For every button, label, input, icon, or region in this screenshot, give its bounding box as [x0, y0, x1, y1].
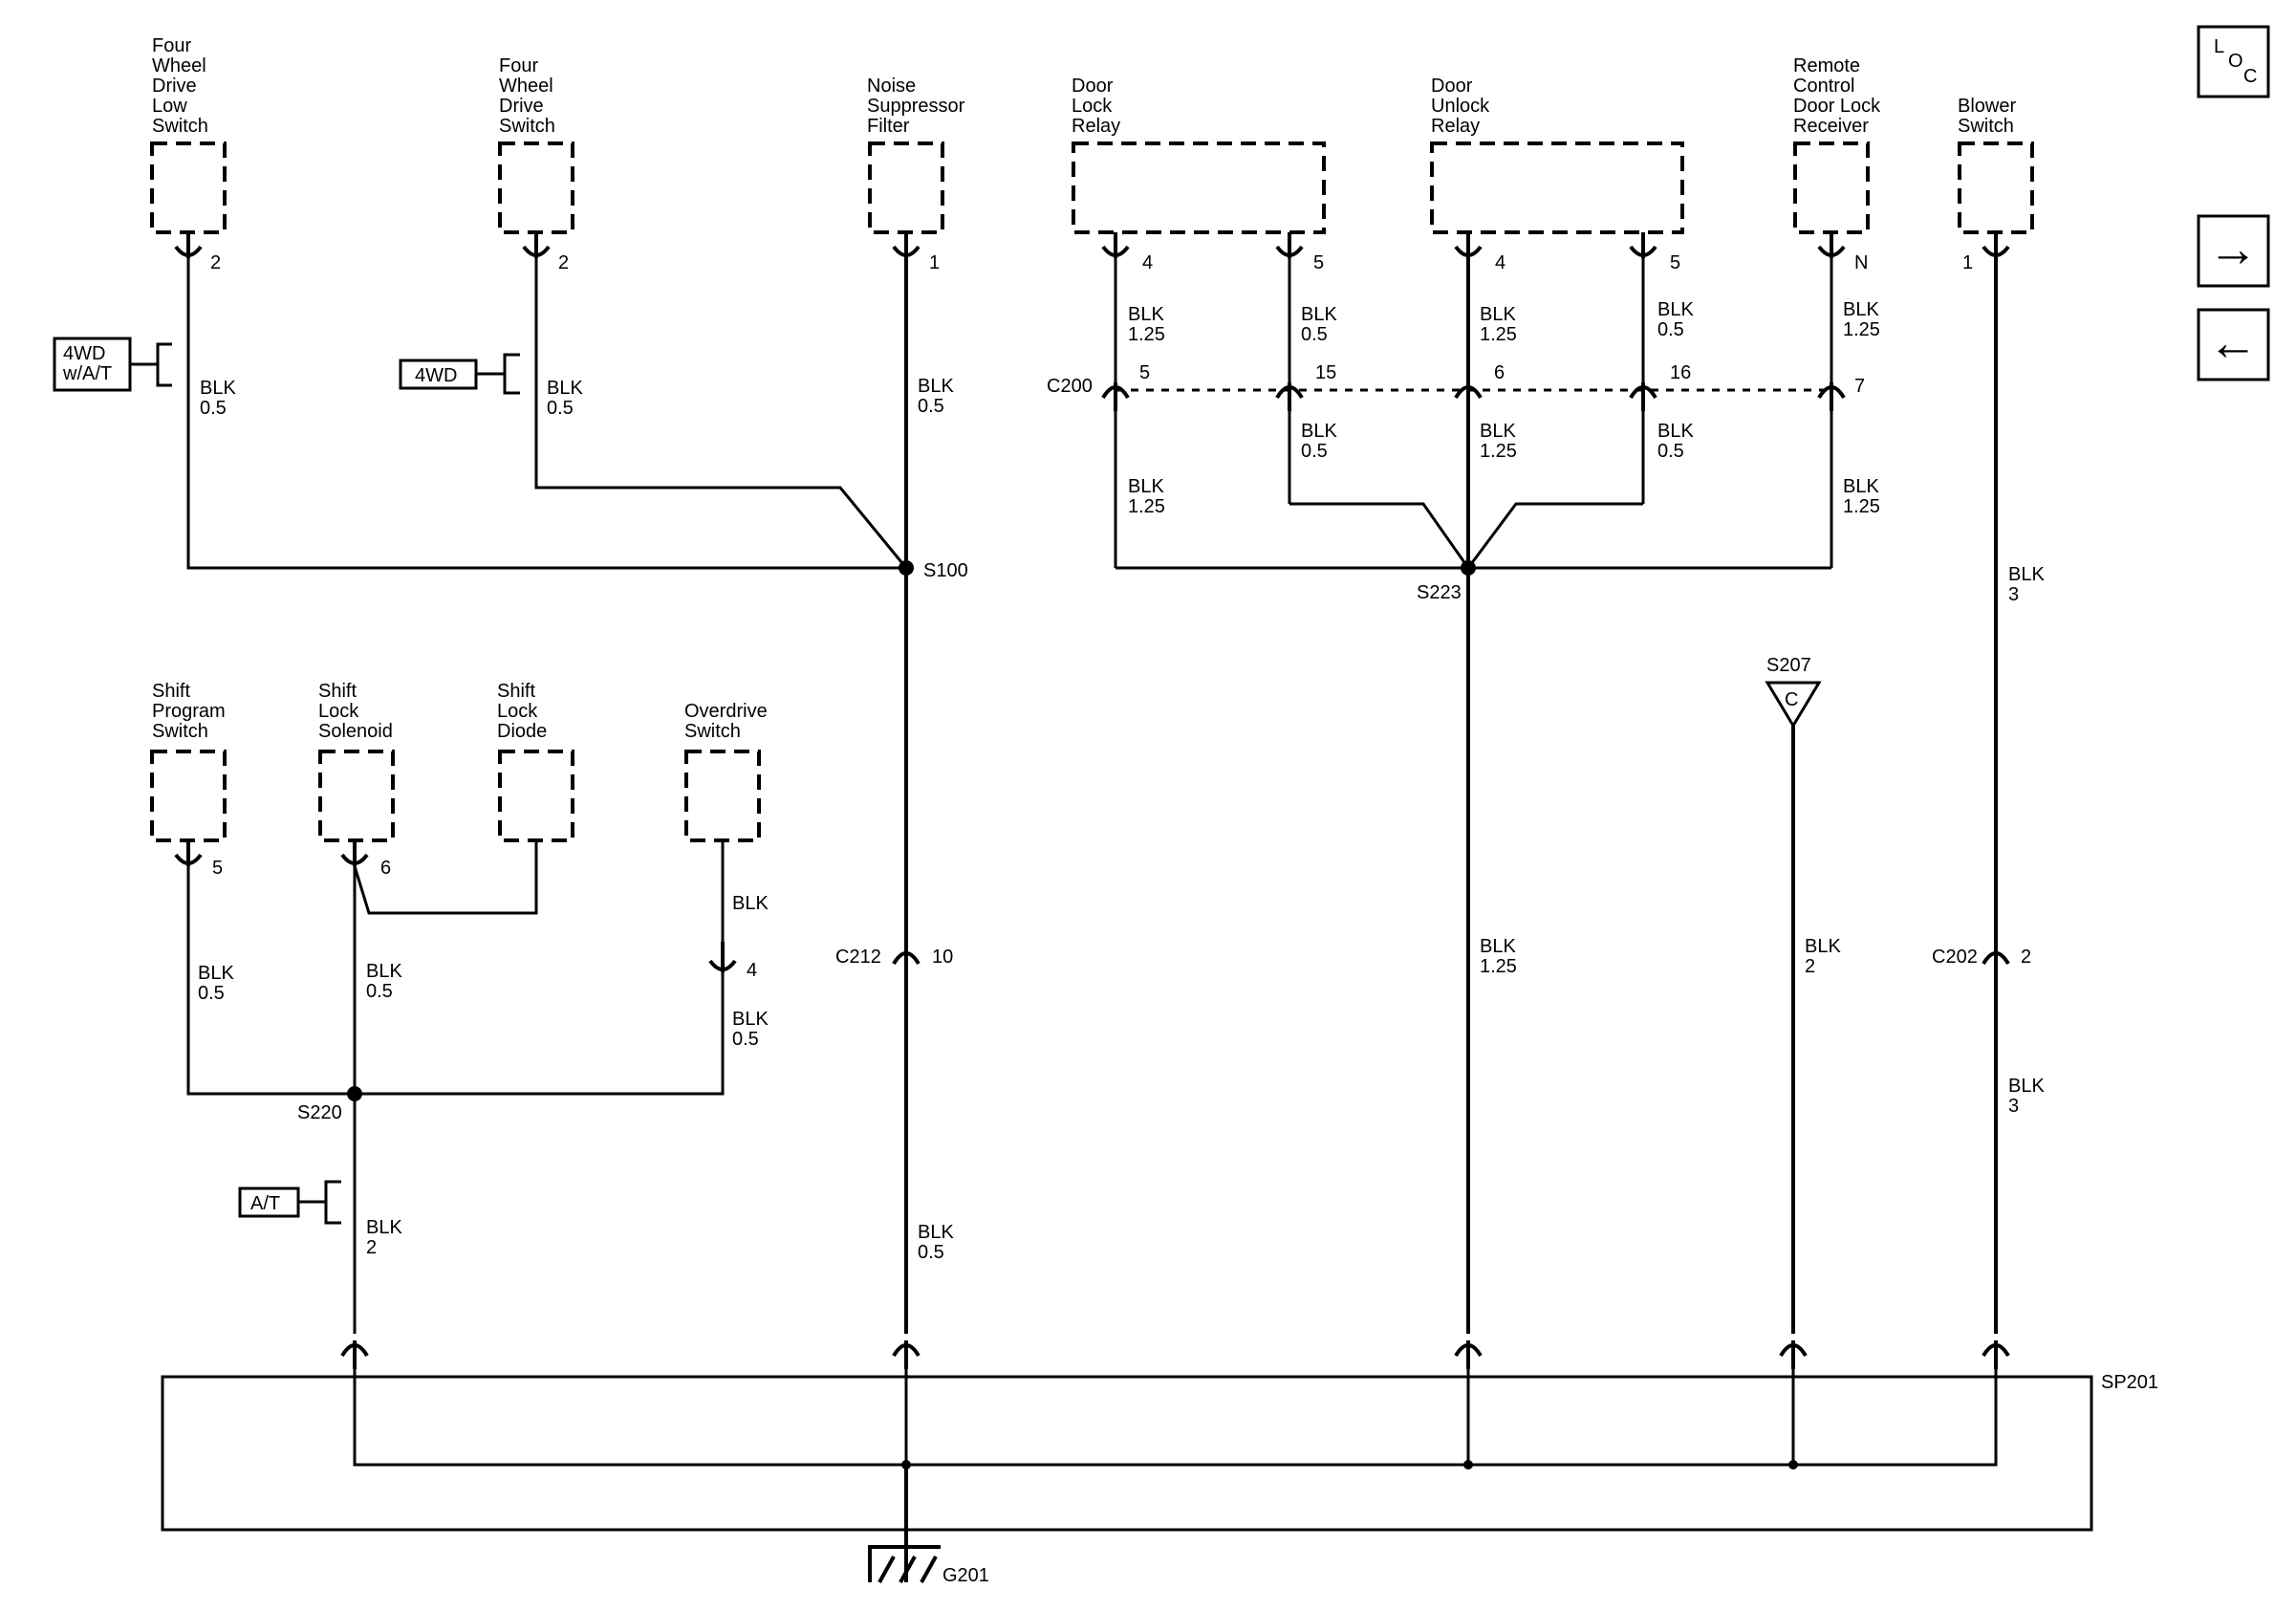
splice-dot-s220 — [347, 1086, 362, 1101]
loc-letter: C — [2243, 66, 2257, 87]
wires-top-left — [186, 258, 914, 1334]
pin-label: 5 — [212, 858, 223, 879]
pin-label: 5 — [1670, 252, 1680, 273]
splice-dot-s100 — [899, 560, 914, 576]
splice-label-s220: S220 — [297, 1102, 342, 1123]
wires-shift-group — [186, 840, 737, 1334]
connector-pin-label: 7 — [1854, 376, 1865, 397]
ground-g201 — [868, 1465, 941, 1583]
wires-door-lock-group — [1101, 258, 1846, 1334]
connector-pin-label: 6 — [1494, 362, 1505, 383]
wire-label: BLK — [732, 893, 769, 914]
ground-label: G201 — [942, 1565, 989, 1586]
pin-label: 4 — [1495, 252, 1505, 273]
connector-c212 — [892, 948, 921, 977]
connector-pin-label: 2 — [2021, 947, 2031, 968]
connector-pin-label: 10 — [932, 947, 953, 968]
connector-pin-label: 16 — [1670, 362, 1691, 383]
splice-label-s223: S223 — [1417, 582, 1462, 603]
pin-label: N — [1854, 252, 1868, 273]
splice-pack-label: SP201 — [2101, 1372, 2158, 1393]
next-page-button[interactable]: → — [2197, 214, 2270, 288]
loc-button[interactable]: L O C — [2197, 25, 2270, 98]
pin-label: 4 — [747, 960, 757, 981]
splice-letter: C — [1785, 689, 1798, 710]
pin-label: 2 — [558, 252, 569, 273]
splice-label-s100: S100 — [923, 560, 968, 581]
previous-page-button[interactable]: ← — [2197, 308, 2270, 381]
pin-label: 4 — [1142, 252, 1153, 273]
option-4wd: 4WD — [399, 353, 520, 395]
option-label: 4WD — [415, 365, 457, 386]
loc-letter: O — [2228, 51, 2243, 72]
pin-label: 1 — [929, 252, 940, 273]
connector-label-c200: C200 — [1047, 376, 1093, 397]
pin-label: 5 — [1313, 252, 1324, 273]
splice-pack-sp201 — [161, 1340, 2093, 1532]
connector-c202 — [1982, 948, 2010, 977]
pin-label: 2 — [210, 252, 221, 273]
splice-label-s207: S207 — [1766, 655, 1811, 676]
pin-label: 6 — [380, 858, 391, 879]
loc-letter: L — [2214, 36, 2224, 57]
splice-dot-s223 — [1461, 560, 1476, 576]
arrow-left-icon: ← — [2208, 316, 2258, 371]
connector-label-c202: C202 — [1932, 947, 1978, 968]
connector-label-c212: C212 — [835, 947, 881, 968]
terminal-symbols-top — [174, 232, 2010, 258]
pin-label: 1 — [1962, 252, 1973, 273]
option-label: A/T — [250, 1193, 280, 1214]
connector-pin-label: 5 — [1139, 362, 1150, 383]
option-at: A/T — [238, 1180, 341, 1225]
splice-s207-reference: S207 C — [1765, 655, 1822, 1334]
arrow-right-icon: → — [2208, 222, 2258, 277]
connector-pin-label: 15 — [1315, 362, 1336, 383]
